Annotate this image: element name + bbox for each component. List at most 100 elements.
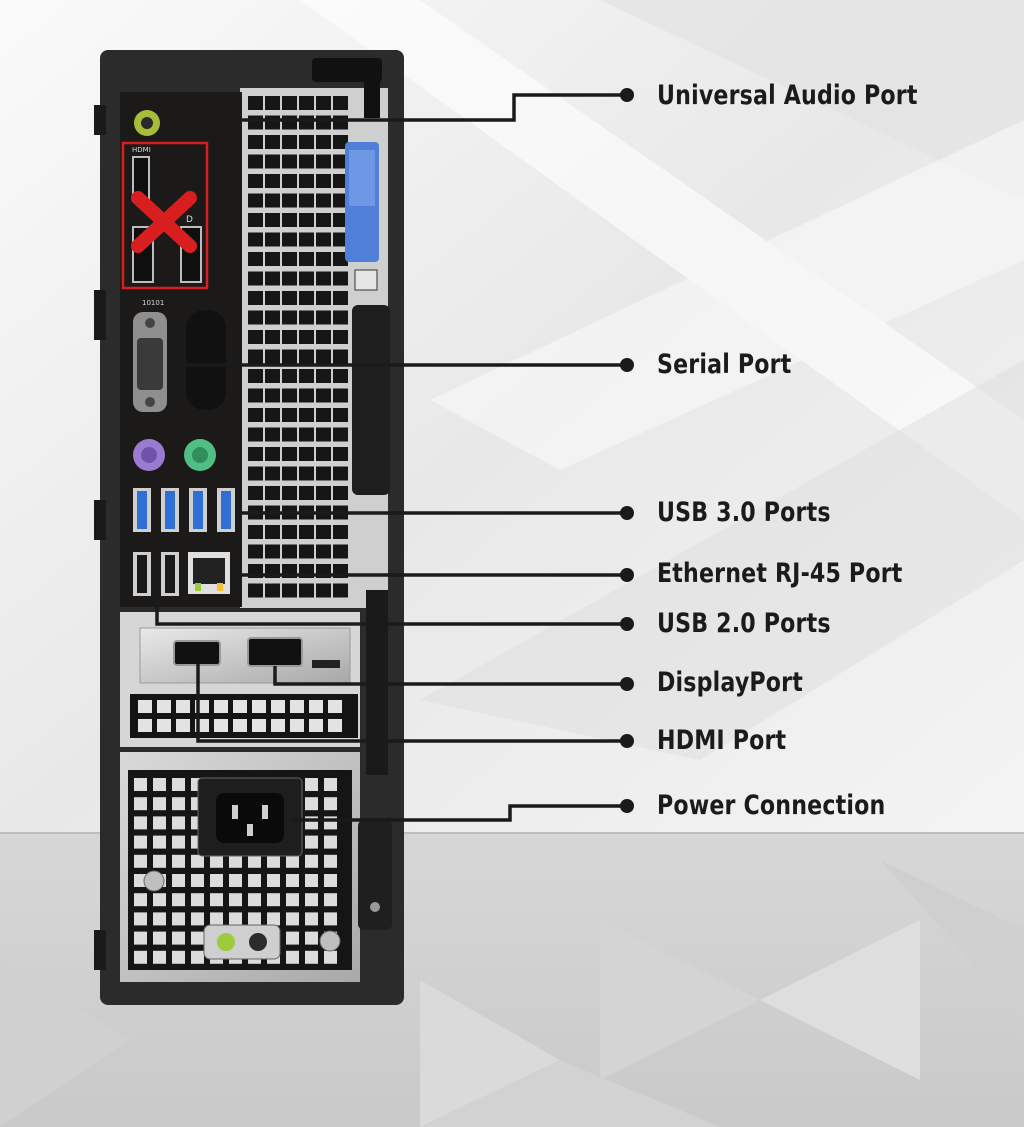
vent-hole <box>299 135 314 149</box>
vent-hole <box>316 583 331 598</box>
label-serial-port: Serial Port <box>657 349 792 380</box>
vent-hole <box>299 349 314 364</box>
vent-hole <box>316 388 331 403</box>
vent-hole <box>265 193 280 208</box>
vent-hole <box>172 854 185 868</box>
usb3-port-tongue <box>165 491 175 529</box>
label-ethernet-port: Ethernet RJ-45 Port <box>657 558 903 589</box>
vent-hole <box>333 96 348 110</box>
vent-hole <box>265 466 280 481</box>
vent-hole <box>282 330 297 344</box>
vent-hole <box>282 193 297 208</box>
vent-hole <box>134 874 147 887</box>
vent-hole <box>305 931 318 945</box>
vent-hole <box>229 874 242 887</box>
vent-hole <box>265 330 280 344</box>
hdmi-marking: HDMI <box>132 146 151 154</box>
vent-hole <box>333 466 348 481</box>
vent-hole <box>299 525 314 539</box>
dp-marking: D <box>186 215 193 225</box>
vent-hole <box>282 174 297 188</box>
vent-hole <box>333 427 348 442</box>
vent-hole <box>305 950 318 964</box>
vent-hole <box>248 310 263 325</box>
vent-hole <box>265 583 280 598</box>
vent-hole <box>210 893 223 907</box>
vent-hole <box>265 310 280 325</box>
vent-hole <box>134 893 147 907</box>
vent-hole <box>316 252 331 266</box>
vent-hole <box>267 854 280 868</box>
vent-hole <box>299 408 314 422</box>
vent-hole <box>333 349 348 364</box>
vent-hole <box>324 874 337 887</box>
vent-hole <box>248 96 263 110</box>
usb2-ports <box>133 552 179 596</box>
vent-hole <box>286 950 299 964</box>
vent-hole <box>172 893 185 907</box>
vent-hole <box>286 874 299 887</box>
leader-hdmi <box>196 664 627 743</box>
vent-hole <box>252 700 266 713</box>
vent-hole <box>324 835 337 849</box>
vent-hole <box>265 349 280 364</box>
vent-hole <box>176 700 190 713</box>
vent-hole <box>282 408 297 422</box>
vent-hole <box>299 330 314 344</box>
vent-hole <box>299 232 314 247</box>
vent-hole <box>252 719 266 732</box>
vent-hole <box>316 447 331 461</box>
vent-hole <box>316 330 331 344</box>
usb3-port-tongue <box>137 491 147 529</box>
leader-universal-audio <box>161 93 627 122</box>
vent-hole <box>282 466 297 481</box>
vent-hole <box>248 349 263 364</box>
vent-hole <box>305 797 318 811</box>
vent-hole <box>286 854 299 868</box>
vent-hole <box>316 408 331 422</box>
vent-hole <box>271 700 285 713</box>
leader-power <box>290 804 627 822</box>
vent-hole <box>316 291 331 305</box>
vent-hole <box>153 797 166 811</box>
vent-hole <box>210 854 223 868</box>
vent-hole <box>299 252 314 266</box>
vent-hole <box>305 893 318 907</box>
vent-hole <box>333 447 348 461</box>
vent-hole <box>248 174 263 188</box>
vent-hole <box>299 193 314 208</box>
vent-hole <box>265 154 280 169</box>
label-hdmi-port: HDMI Port <box>657 725 787 756</box>
label-universal-audio-port: Universal Audio Port <box>657 80 918 111</box>
vent-hole <box>299 369 314 383</box>
vent-hole <box>328 700 342 713</box>
vent-hole <box>282 154 297 169</box>
vent-hole <box>134 778 147 791</box>
vent-hole <box>328 719 342 732</box>
vent-hole <box>265 427 280 442</box>
vent-hole <box>172 835 185 849</box>
leader-displayport <box>273 666 627 686</box>
vent-hole <box>309 719 323 732</box>
vent-hole <box>333 525 348 539</box>
vent-hole <box>191 931 204 945</box>
vent-hole <box>282 427 297 442</box>
vent-hole <box>299 96 314 110</box>
vent-hole <box>248 912 261 926</box>
vent-hole <box>299 213 314 227</box>
vent-hole <box>267 874 280 887</box>
vent-hole <box>153 835 166 849</box>
vent-hole <box>138 700 152 713</box>
vent-hole <box>153 778 166 791</box>
vent-hole <box>248 525 263 539</box>
vent-hole <box>282 252 297 266</box>
vent-hole <box>316 525 331 539</box>
vent-hole <box>248 466 263 481</box>
vent-hole <box>172 912 185 926</box>
vent-hole <box>153 854 166 868</box>
vent-hole <box>282 271 297 286</box>
vent-hole <box>299 310 314 325</box>
vent-hole <box>333 232 348 247</box>
vent-hole <box>324 950 337 964</box>
